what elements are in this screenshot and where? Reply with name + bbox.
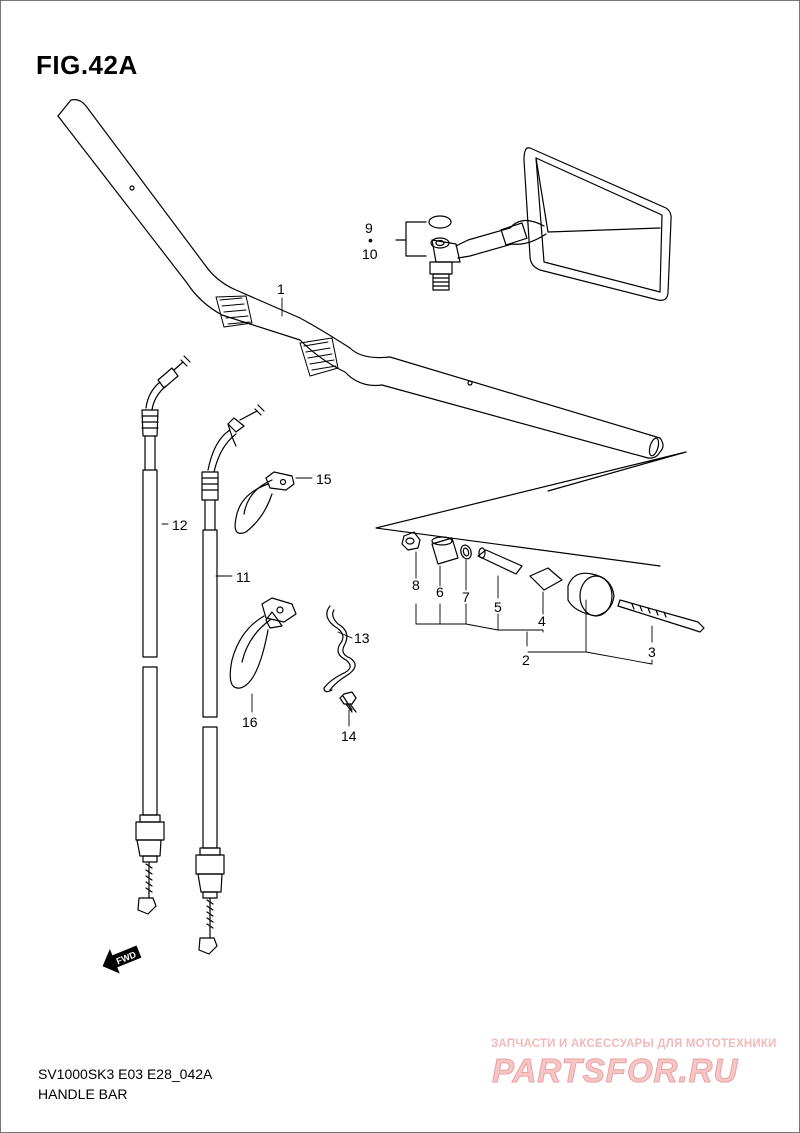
screw-part (339, 691, 357, 713)
callout-8: 8 (412, 577, 420, 593)
cable-clamp-part-16 (229, 597, 297, 689)
callout-11: 11 (236, 569, 251, 585)
callout-7: 7 (462, 589, 470, 605)
callout-3: 3 (648, 644, 656, 660)
callout-9: 9 (365, 220, 373, 236)
callout-6: 6 (436, 584, 444, 600)
bar-end-assembly (375, 451, 705, 633)
callout-labels: 1 2 3 4 5 6 7 8 9 10 11 12 13 14 15 16 (172, 220, 656, 744)
callout-dot: • (368, 232, 373, 248)
fwd-label: FWD (115, 949, 138, 966)
watermark-tagline: ЗАПЧАСТИ И АКСЕССУАРЫ ДЛЯ МОТОТЕХНИКИ (491, 1038, 777, 1050)
handlebar-part (57, 99, 664, 459)
callout-2: 2 (522, 652, 530, 668)
throttle-cable-part (135, 355, 191, 915)
callout-12: 12 (172, 517, 188, 533)
callout-4: 4 (538, 613, 546, 629)
watermark-logo: PARTSFOR.RU (491, 1052, 739, 1090)
mirror-assembly (395, 147, 672, 301)
model-code: SV1000SK3 E03 E28_042A (38, 1066, 213, 1082)
return-cable-part (195, 404, 265, 955)
callout-5: 5 (494, 599, 502, 615)
section-name: HANDLE BAR (38, 1086, 128, 1102)
callout-10: 10 (362, 246, 378, 262)
callout-1: 1 (277, 281, 285, 297)
callout-14: 14 (341, 728, 357, 744)
callout-16: 16 (242, 714, 258, 730)
cable-clamp-part-15 (234, 471, 295, 534)
callout-15: 15 (316, 471, 332, 487)
fwd-arrow-icon: FWD (102, 945, 142, 974)
figure-title: FIG.42A (36, 50, 138, 80)
wire-clip-part (323, 605, 356, 693)
leader-lines (161, 297, 653, 727)
callout-13: 13 (354, 630, 370, 646)
